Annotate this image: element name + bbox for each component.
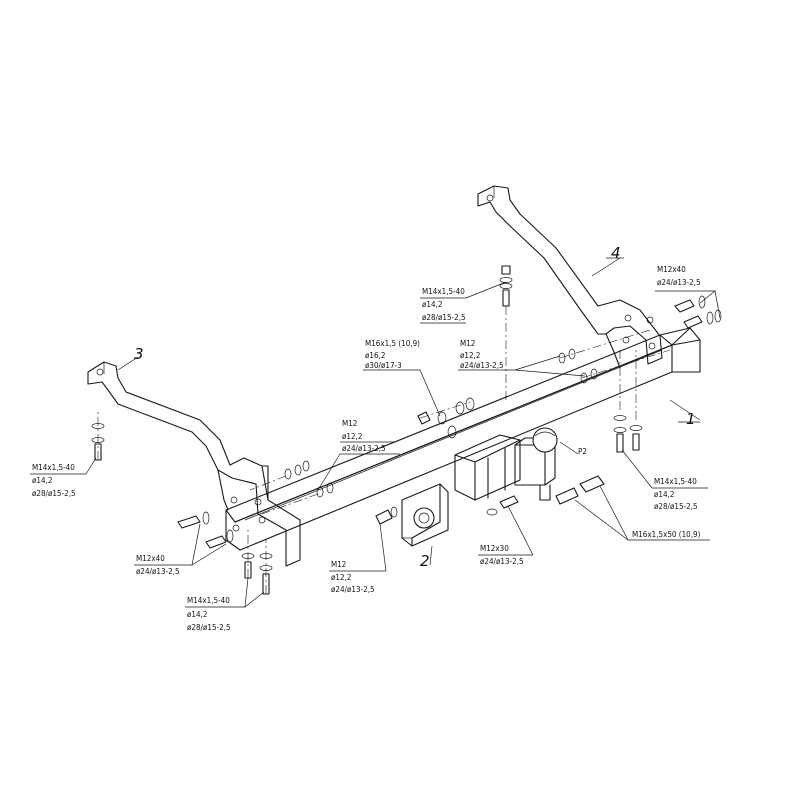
callout-bottom-left-bolt: M14x1,5-40 ø14,2 ø28/ø15-2,5 [187, 596, 231, 632]
callout-center-bolt: M16x1,5 (10,9) ø16,2 ø30/ø17-3 [365, 339, 420, 370]
callout-bottom-nut: M12 ø12,2 ø24/ø13-2,5 [331, 560, 375, 594]
part-number-3: 3 [134, 345, 144, 363]
callout-line: M16x1,5 (10,9) [365, 339, 420, 348]
callout-line: ø12,2 [460, 351, 480, 360]
callout-line: ø24/ø13-2,5 [480, 557, 524, 566]
callout-line: ø28/ø15-2,5 [654, 502, 698, 511]
callout-top-bolt: M14x1,5-40 ø14,2 ø28/ø15-2,5 [422, 287, 466, 322]
callout-line: M12x30 [480, 544, 509, 553]
callout-line: M12x40 [657, 265, 686, 274]
part-number-4: 4 [611, 244, 621, 262]
callout-line: ø30/ø17-3 [365, 361, 402, 370]
centerlines [97, 306, 671, 594]
ball-mark: P2 [578, 447, 587, 456]
leader-lines [30, 257, 721, 608]
callout-line: M12 [342, 419, 357, 428]
callout-line: M12 [460, 339, 475, 348]
callout-line: M16x1,5x50 (10,9) [632, 530, 701, 539]
crossbar [225, 327, 701, 551]
callout-right-nut: M12 ø12,2 ø24/ø13-2,5 [460, 339, 504, 370]
callout-line: ø12,2 [331, 573, 351, 582]
callout-ball-bolt: M12x30 ø24/ø13-2,5 [480, 544, 524, 566]
callout-line: ø28/ø15-2,5 [422, 313, 466, 322]
ball-mount [454, 427, 558, 501]
callout-line: ø24/ø13-2,5 [460, 361, 504, 370]
callout-line: ø28/ø15-2,5 [32, 489, 76, 498]
callout-left-lower-bolt: M12x40 ø24/ø13-2,5 [136, 554, 180, 576]
callout-line: ø14,2 [422, 300, 442, 309]
callout-line: M14x1,5-40 [187, 596, 230, 605]
left-bracket [87, 361, 301, 567]
callout-left-top-nut: M12 ø12,2 ø24/ø13-2,5 [342, 419, 386, 453]
socket-plate [401, 483, 449, 547]
part-number-1: 1 [686, 410, 696, 428]
callout-line: M12 [331, 560, 346, 569]
part-number-2: 2 [420, 552, 430, 570]
callout-left-outer-bolt: M14x1,5-40 ø14,2 ø28/ø15-2,5 [32, 463, 76, 498]
callout-line: M14x1,5-40 [422, 287, 465, 296]
callout-line: ø14,2 [187, 610, 207, 619]
callout-line: M14x1,5-40 [654, 477, 697, 486]
part-numbers: 1 2 3 4 P2 [134, 244, 696, 570]
callout-long-bolt: M16x1,5x50 (10,9) [632, 530, 701, 539]
callout-line: ø24/ø13-2,5 [136, 567, 180, 576]
callout-line: ø12,2 [342, 432, 362, 441]
callout-line: ø16,2 [365, 351, 385, 360]
callout-line: M14x1,5-40 [32, 463, 75, 472]
callout-line: ø24/ø13-2,5 [331, 585, 375, 594]
callout-line: ø28/ø15-2,5 [187, 623, 231, 632]
callout-right-lower-bolt: M14x1,5-40 ø14,2 ø28/ø15-2,5 [654, 477, 698, 511]
right-bracket [477, 185, 663, 369]
callout-line: ø24/ø13-2,5 [657, 278, 701, 287]
callout-line: ø14,2 [654, 490, 674, 499]
fasteners [91, 265, 722, 595]
callout-line: ø24/ø13-2,5 [342, 444, 386, 453]
callout-line: ø14,2 [32, 476, 52, 485]
callout-right-top-bolt: M12x40 ø24/ø13-2,5 [657, 265, 701, 287]
callout-line: M12x40 [136, 554, 165, 563]
